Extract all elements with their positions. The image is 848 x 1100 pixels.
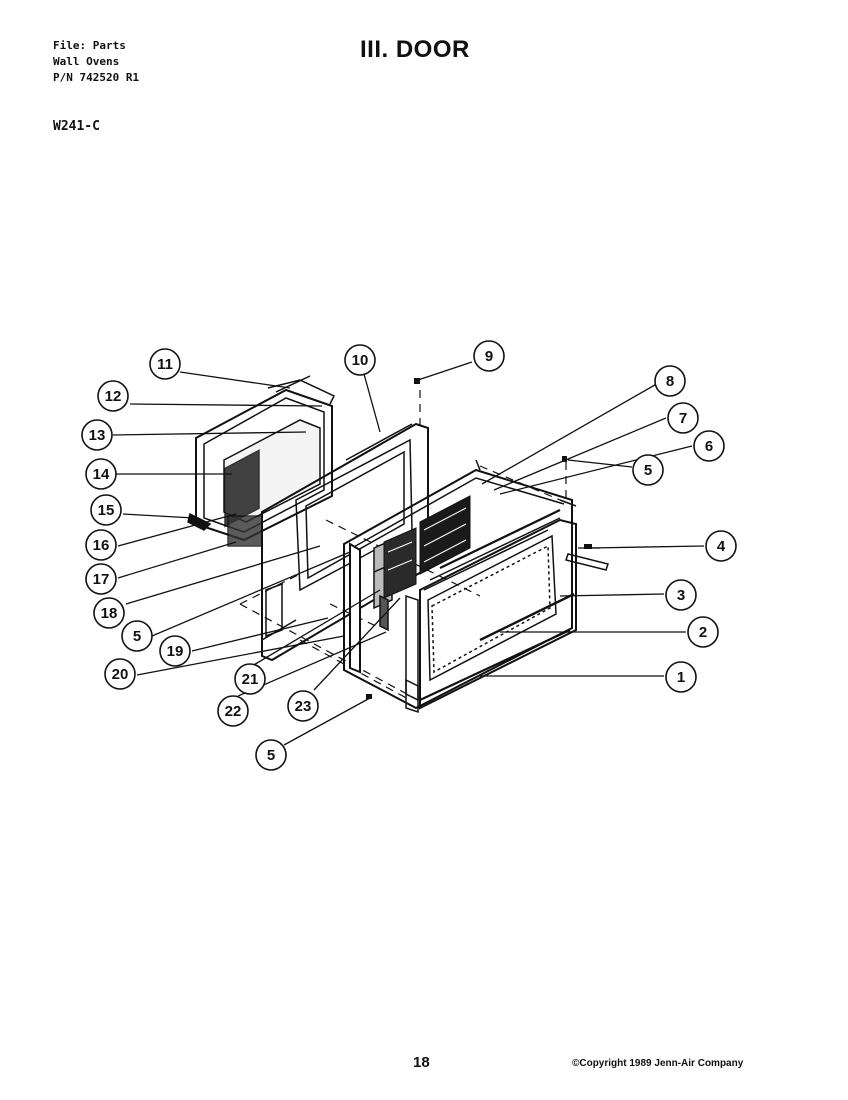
file-header: File: Parts Wall Ovens P/N 742520 R1 bbox=[53, 38, 139, 86]
page-title: III. DOOR bbox=[360, 36, 470, 63]
leader-7 bbox=[493, 417, 667, 491]
svg-text:12: 12 bbox=[105, 388, 122, 405]
exploded-drawing bbox=[187, 375, 609, 714]
callout-11: 11 bbox=[149, 348, 181, 380]
lower-channel bbox=[261, 582, 419, 702]
part-number-line: P/N 742520 R1 bbox=[53, 71, 140, 84]
model-number: W241-C bbox=[53, 119, 100, 134]
leader-12 bbox=[129, 403, 323, 407]
leader-11 bbox=[179, 371, 291, 389]
leader-23 bbox=[313, 597, 401, 691]
svg-text:14: 14 bbox=[93, 466, 110, 483]
svg-text:10: 10 bbox=[352, 352, 369, 369]
category-line: Wall Ovens bbox=[53, 55, 120, 68]
leader-8 bbox=[481, 381, 661, 485]
leader-5c bbox=[283, 697, 371, 746]
svg-text:6: 6 bbox=[705, 438, 713, 455]
svg-text:2: 2 bbox=[699, 624, 707, 641]
leader-21 bbox=[251, 589, 381, 667]
callout-14: 14 bbox=[85, 458, 117, 490]
svg-text:3: 3 bbox=[677, 587, 685, 604]
leader-9 bbox=[417, 361, 473, 381]
svg-text:9: 9 bbox=[485, 348, 493, 365]
svg-text:15: 15 bbox=[98, 502, 115, 519]
callout-3: 3 bbox=[665, 579, 697, 611]
callout-12: 12 bbox=[97, 380, 129, 412]
callout-23: 23 bbox=[287, 690, 319, 722]
leader-4 bbox=[589, 545, 705, 549]
svg-text:4: 4 bbox=[717, 538, 726, 555]
insulation-panel bbox=[383, 495, 471, 599]
callout-6: 6 bbox=[693, 430, 725, 462]
callout-22: 22 bbox=[217, 695, 249, 727]
leader-20 bbox=[136, 635, 345, 676]
leader-5b bbox=[567, 459, 633, 468]
leader-17 bbox=[117, 541, 237, 579]
callout-13: 13 bbox=[81, 419, 113, 451]
callout-9: 9 bbox=[473, 340, 505, 372]
svg-text:11: 11 bbox=[157, 356, 173, 373]
callout-5-bottom: 5 bbox=[255, 739, 287, 771]
svg-text:7: 7 bbox=[679, 410, 687, 427]
screw-5-top bbox=[562, 456, 567, 462]
leader-13 bbox=[112, 431, 307, 436]
svg-text:23: 23 bbox=[295, 698, 312, 715]
callout-16: 16 bbox=[85, 529, 117, 561]
callout-2: 2 bbox=[687, 616, 719, 648]
leader-6 bbox=[499, 445, 693, 495]
svg-text:5: 5 bbox=[133, 628, 141, 645]
svg-text:1: 1 bbox=[677, 669, 685, 686]
callout-17: 17 bbox=[85, 563, 117, 595]
inner-glass-assembly bbox=[187, 375, 336, 547]
leader-10 bbox=[363, 373, 381, 433]
leader-18 bbox=[125, 545, 321, 605]
callout-8: 8 bbox=[654, 365, 686, 397]
svg-text:19: 19 bbox=[167, 643, 184, 660]
svg-text:8: 8 bbox=[666, 373, 674, 390]
callout-21: 21 bbox=[234, 663, 266, 695]
callout-1: 1 bbox=[665, 661, 697, 693]
svg-text:5: 5 bbox=[644, 462, 652, 479]
leader-19 bbox=[191, 617, 329, 652]
callout-4: 4 bbox=[705, 530, 737, 562]
screw-4 bbox=[584, 544, 592, 549]
leader-lines bbox=[112, 361, 705, 746]
leader-15 bbox=[122, 513, 195, 519]
svg-text:18: 18 bbox=[101, 605, 118, 622]
callout-group: 11 10 9 12 8 13 7 6 14 5 15 4 16 3 17 2 … bbox=[81, 340, 737, 771]
fastener-marks bbox=[366, 378, 592, 699]
screw-9 bbox=[414, 378, 420, 384]
callout-7: 7 bbox=[667, 402, 699, 434]
svg-text:20: 20 bbox=[112, 666, 129, 683]
leader-5a bbox=[151, 551, 351, 637]
svg-text:22: 22 bbox=[225, 703, 242, 720]
svg-text:5: 5 bbox=[267, 747, 275, 764]
svg-text:17: 17 bbox=[93, 571, 110, 588]
callout-5-top: 5 bbox=[632, 454, 664, 486]
svg-text:13: 13 bbox=[89, 427, 106, 444]
callout-20: 20 bbox=[104, 658, 136, 690]
svg-text:21: 21 bbox=[242, 671, 259, 688]
callout-15: 15 bbox=[90, 494, 122, 526]
screw-5-bottom bbox=[366, 694, 372, 699]
callout-10: 10 bbox=[344, 344, 376, 376]
svg-text:16: 16 bbox=[93, 537, 110, 554]
leader-16 bbox=[117, 513, 237, 547]
callout-5-left: 5 bbox=[121, 620, 153, 652]
callout-18: 18 bbox=[93, 597, 125, 629]
leader-3 bbox=[559, 593, 665, 597]
page-number: 18 bbox=[413, 1054, 430, 1071]
file-line: File: Parts bbox=[53, 39, 126, 52]
copyright-notice: ©Copyright 1989 Jenn-Air Company bbox=[572, 1058, 744, 1069]
callout-19: 19 bbox=[159, 635, 191, 667]
